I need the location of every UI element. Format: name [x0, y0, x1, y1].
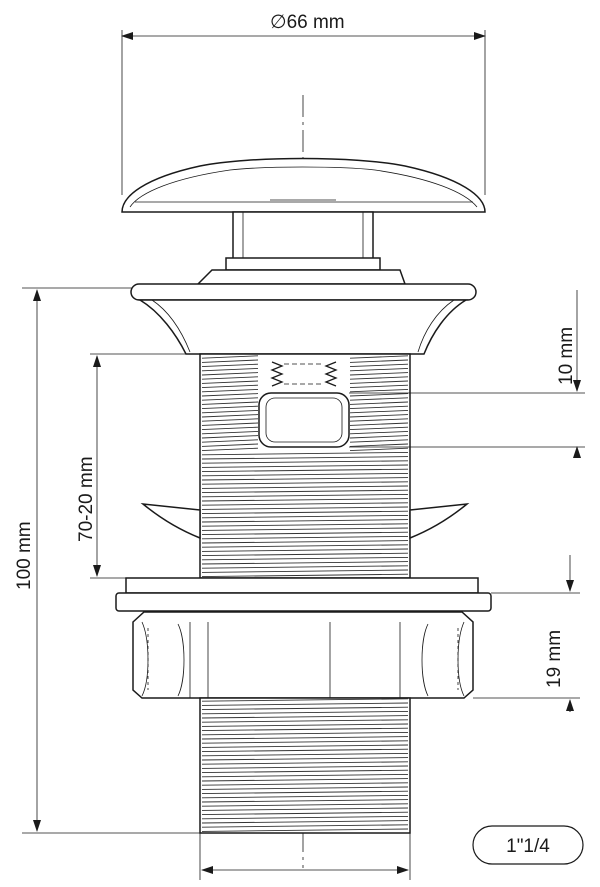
dimension-height-total: 100 mm: [14, 287, 200, 834]
drain-cap: [121, 157, 486, 213]
mid-gasket: [140, 502, 470, 540]
dimension-slot-offset: 10 mm: [349, 290, 585, 458]
dimension-thread-width: [199, 833, 411, 880]
thread-size-label: 1"1/4: [506, 836, 550, 857]
dimension-adjust-range: 70-20 mm: [76, 353, 200, 579]
lower-washer: [115, 577, 492, 612]
threaded-body-lower: [199, 697, 411, 834]
thread-size-badge: 1"1/4: [472, 825, 584, 865]
nut-height-label: 19 mm: [544, 630, 565, 688]
diameter-label: ∅66 mm: [270, 12, 345, 33]
internal-thread: [270, 361, 338, 387]
slot-offset-label: 10 mm: [556, 327, 577, 385]
dimension-diameter: ∅66 mm: [121, 12, 486, 195]
overflow-slot: [258, 392, 350, 448]
height-total-label: 100 mm: [14, 521, 35, 590]
drain-stem: [225, 211, 381, 271]
cone-washer: [196, 269, 407, 285]
adjust-range-label: 70-20 mm: [76, 456, 97, 542]
top-flange: [130, 283, 477, 355]
dimension-nut-height: 19 mm: [473, 555, 580, 712]
threaded-body-upper: [199, 353, 411, 579]
lock-nut: [132, 611, 474, 699]
